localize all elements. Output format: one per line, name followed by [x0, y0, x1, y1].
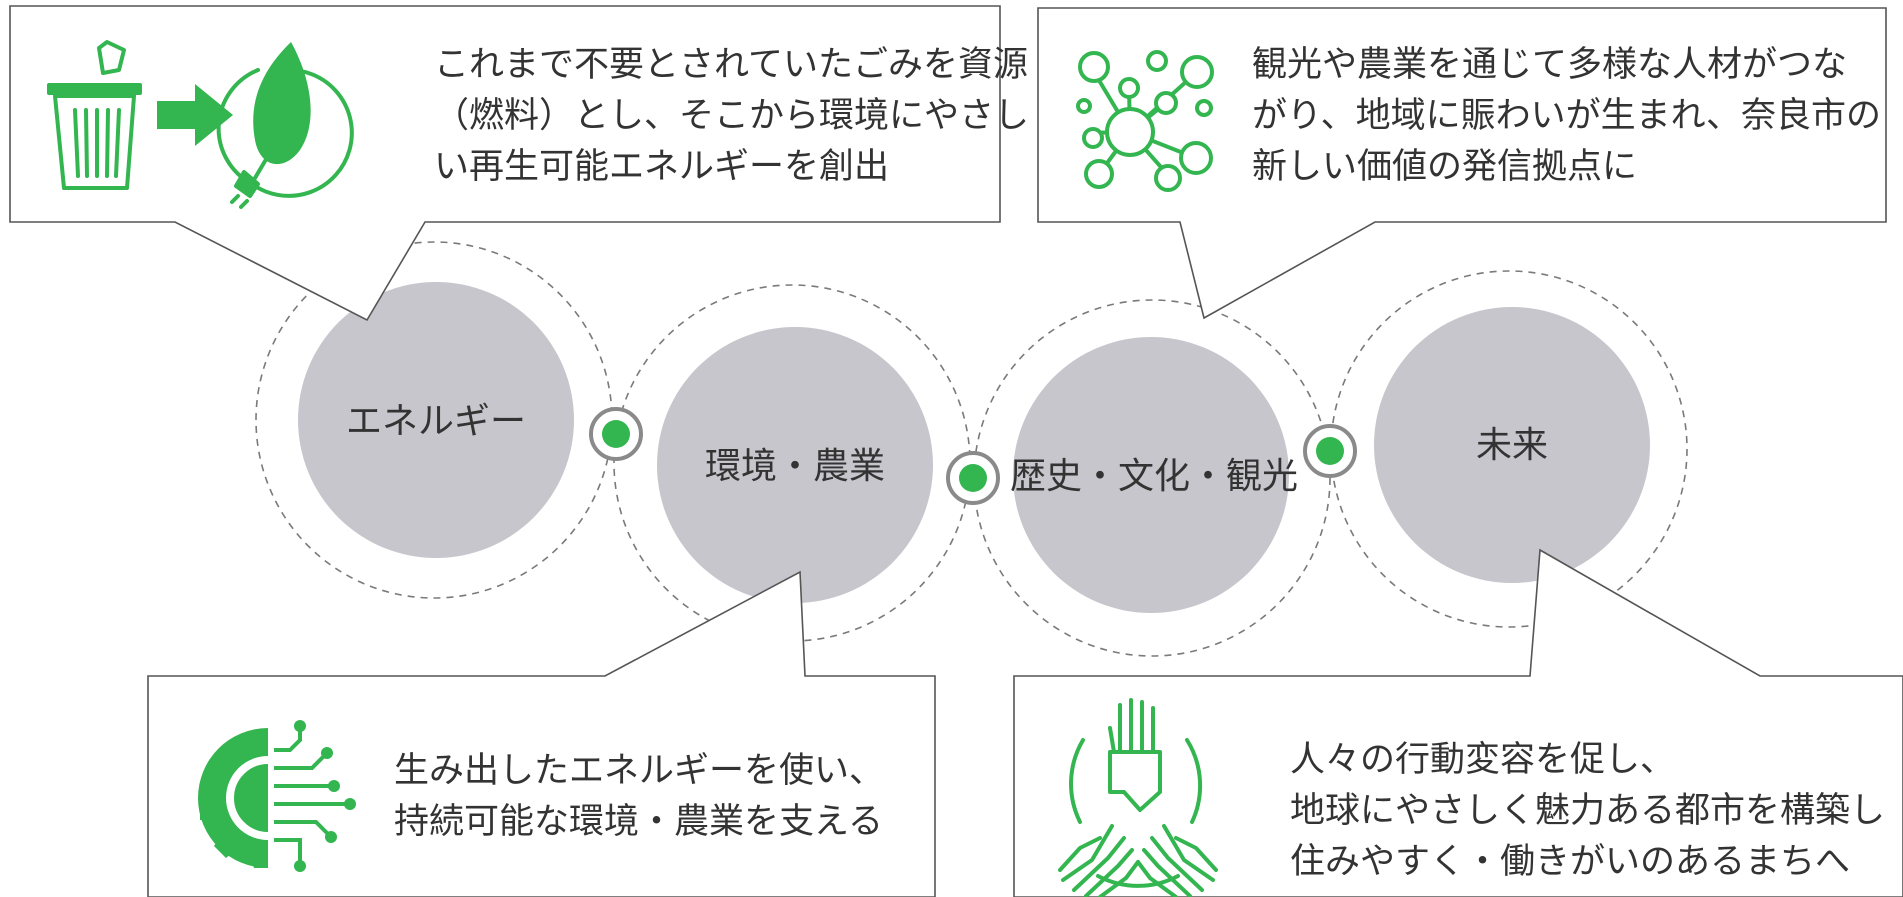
connector-dot [946, 451, 1000, 505]
environment-callout-text: 生み出したエネルギーを使い、 持続可能な環境・農業を支える [394, 746, 884, 848]
connector-dot [1303, 424, 1357, 478]
energy-callout-text: これまで不要とされていたごみを資源 （燃料）とし、そこから環境にやさし い再生可… [434, 40, 1029, 193]
future-label: 未来 [1475, 425, 1549, 466]
future-circle [1374, 307, 1650, 583]
connector-dot [589, 407, 643, 461]
callout-line: 地球にやさしく魅力ある都市を構築し [1290, 791, 1886, 831]
environment-circle [657, 327, 933, 603]
history-callout-box [1037, 7, 1887, 320]
environment-label: 環境・農業 [704, 446, 886, 487]
callout-line: 人々の行動変容を促し、 [1290, 740, 1676, 780]
callout-line: 新しい価値の発信拠点に [1252, 147, 1638, 187]
trash-to-leaf-icon [47, 40, 354, 209]
environment-callout-box [147, 570, 936, 897]
joined-hands-icon [1058, 698, 1218, 897]
gear-circuit-icon [198, 720, 356, 872]
energy-label: エネルギー [345, 401, 527, 442]
future-callout-text: 人々の行動変容を促し、 地球にやさしく魅力ある都市を構築し 住みやすく・働きがい… [1290, 735, 1885, 888]
network-nodes-icon [1076, 50, 1214, 192]
callout-line: 観光や農業を通じて多様な人材がつな [1252, 45, 1848, 85]
history-circle [1013, 337, 1289, 613]
callout-line: これまで不要とされていたごみを資源 [434, 45, 1028, 85]
callout-line: 住みやすく・働きがいのあるまちへ [1290, 842, 1851, 882]
history-callout-text: 観光や農業を通じて多様な人材がつな がり、地域に賑わいが生まれ、奈良市の 新しい… [1252, 40, 1881, 193]
callout-line: い再生可能エネルギーを創出 [434, 147, 890, 187]
future-orbit-ring [1330, 270, 1688, 628]
energy-circle [298, 282, 574, 558]
callout-line: （燃料）とし、そこから環境にやさし [434, 96, 1030, 136]
future-callout-box [1013, 548, 1903, 897]
callout-line: がり、地域に賑わいが生まれ、奈良市の [1252, 96, 1881, 136]
history-label: 歴史・文化・観光 [1009, 456, 1299, 497]
energy-callout-box [9, 5, 1001, 322]
callout-line: 持続可能な環境・農業を支える [394, 802, 883, 842]
callout-line: 生み出したエネルギーを使い、 [394, 751, 885, 791]
